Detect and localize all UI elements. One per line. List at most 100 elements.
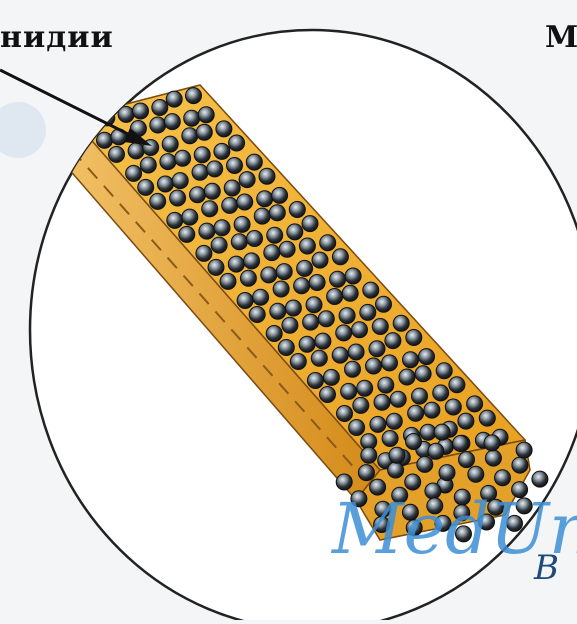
spore — [393, 315, 409, 331]
spore — [257, 191, 273, 207]
spore — [167, 212, 183, 228]
spore — [253, 289, 269, 305]
spore — [196, 245, 212, 261]
spore — [467, 396, 483, 412]
spore — [207, 161, 223, 177]
spore — [175, 150, 191, 166]
spore — [267, 227, 283, 243]
spore — [363, 282, 379, 298]
spore-cross-section — [417, 456, 433, 472]
spore — [408, 405, 424, 421]
spore — [186, 88, 202, 104]
spore — [194, 147, 210, 163]
spore — [216, 121, 232, 137]
spore — [436, 363, 452, 379]
spore — [306, 297, 322, 313]
spore — [184, 110, 200, 126]
spore — [279, 241, 295, 257]
spore — [287, 224, 303, 240]
spore — [382, 355, 398, 371]
spore — [109, 146, 125, 162]
spore-cross-section — [468, 466, 484, 482]
spore — [198, 107, 214, 123]
spore-cross-section — [439, 465, 455, 481]
spore — [214, 143, 230, 159]
spore — [237, 194, 253, 210]
spore — [311, 350, 327, 366]
spore — [140, 157, 156, 173]
spore — [224, 180, 240, 196]
spore — [276, 264, 292, 280]
spore — [190, 187, 206, 203]
spore — [247, 231, 263, 247]
spore-cross-section — [512, 457, 528, 473]
spore — [264, 245, 280, 261]
spore — [299, 238, 315, 254]
spore — [266, 326, 282, 342]
spore — [204, 183, 220, 199]
spore — [320, 235, 336, 251]
spore — [386, 413, 402, 429]
spore-cross-section — [453, 436, 469, 452]
spore — [449, 377, 465, 393]
spore — [273, 281, 289, 297]
spore — [199, 223, 215, 239]
spore — [162, 136, 178, 152]
spore — [303, 314, 319, 330]
spore — [222, 197, 238, 213]
spore — [172, 173, 188, 189]
spore — [239, 172, 255, 188]
spore — [372, 319, 388, 335]
spore — [370, 416, 386, 432]
spore — [278, 340, 294, 356]
spore — [246, 154, 262, 170]
spore — [320, 387, 336, 403]
spore — [378, 377, 394, 393]
spore — [433, 385, 449, 401]
spore — [297, 260, 313, 276]
spore — [237, 293, 253, 309]
spore — [336, 325, 352, 341]
spore — [259, 168, 275, 184]
spore — [479, 410, 495, 426]
spore — [318, 311, 334, 327]
spore-cross-section — [388, 462, 404, 478]
spore — [345, 268, 361, 284]
spore-cross-section — [361, 447, 377, 463]
spore — [357, 380, 373, 396]
spore — [157, 176, 173, 192]
spore — [227, 158, 243, 174]
spore — [289, 202, 305, 218]
spore — [214, 220, 230, 236]
label-conidia: нидии — [0, 20, 114, 55]
spore — [327, 289, 343, 305]
spore — [285, 300, 301, 316]
spore-cross-section — [428, 443, 444, 459]
spore — [309, 275, 325, 291]
spore — [332, 249, 348, 265]
spore — [419, 349, 435, 365]
spore — [341, 383, 357, 399]
spore — [330, 271, 346, 287]
spore — [249, 307, 265, 323]
spore — [315, 333, 331, 349]
spore — [323, 369, 339, 385]
spore — [339, 308, 355, 324]
spore — [348, 344, 364, 360]
spore — [342, 285, 358, 301]
watermark-sub: B — [534, 548, 559, 588]
spore — [353, 397, 369, 413]
spore — [345, 361, 361, 377]
spore — [312, 252, 328, 268]
spore — [150, 117, 166, 133]
spore — [179, 226, 195, 242]
spore — [211, 237, 227, 253]
spore — [231, 234, 247, 250]
spore — [390, 391, 406, 407]
spore — [415, 366, 431, 382]
spore — [349, 420, 365, 436]
spore — [406, 330, 422, 346]
spore — [126, 165, 142, 181]
spore — [382, 431, 398, 447]
